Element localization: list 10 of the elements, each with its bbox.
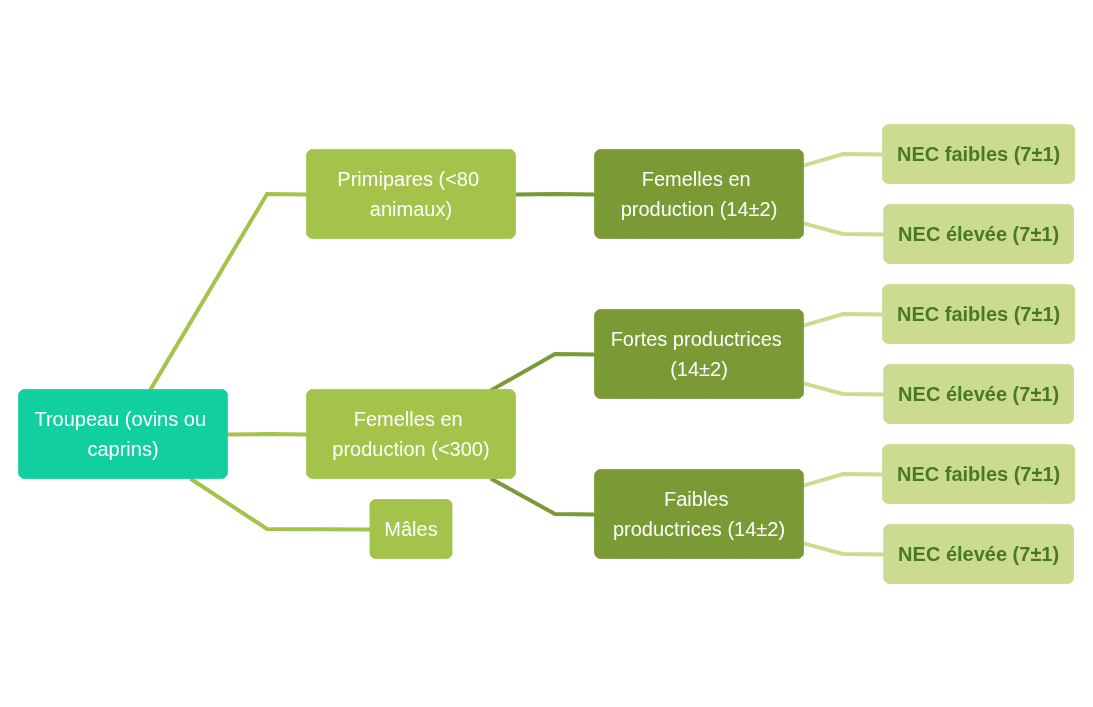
connector <box>802 540 885 556</box>
connector <box>188 476 371 531</box>
connector <box>802 471 884 488</box>
connector <box>802 380 885 396</box>
connector <box>515 191 596 196</box>
connector <box>802 151 884 168</box>
connector <box>489 476 596 516</box>
connector <box>802 311 884 328</box>
connector <box>802 220 885 236</box>
connector <box>227 431 308 436</box>
